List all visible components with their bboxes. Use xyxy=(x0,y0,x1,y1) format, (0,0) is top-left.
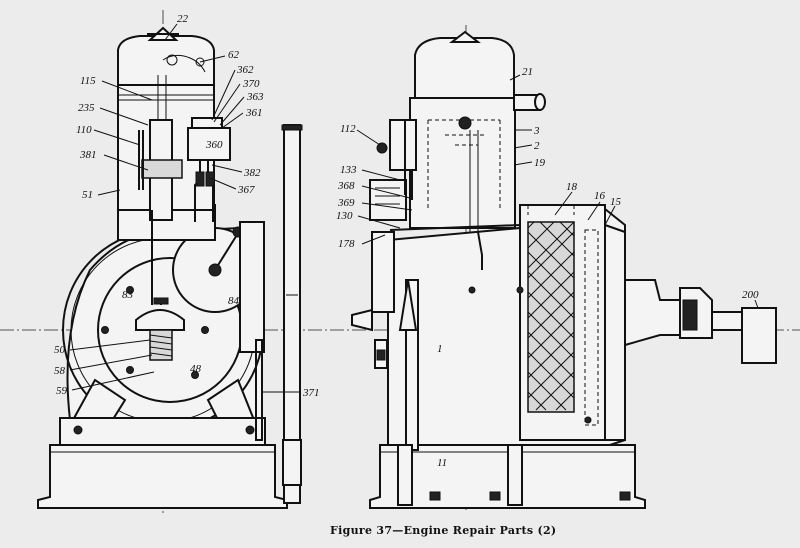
hopper-side xyxy=(414,37,515,99)
label-368: 368 xyxy=(337,180,355,192)
label-62: 62 xyxy=(228,49,240,61)
label-382: 382 xyxy=(243,167,261,179)
hopper-top xyxy=(117,35,215,86)
label-48: 48 xyxy=(190,363,202,375)
label-371: 371 xyxy=(302,387,320,399)
label-16: 16 xyxy=(594,190,606,202)
label-130: 130 xyxy=(336,210,353,222)
label-3: 3 xyxy=(533,125,540,137)
label-83: 83 xyxy=(122,289,134,301)
valve-cap xyxy=(135,309,185,331)
label-58: 58 xyxy=(54,365,66,377)
label-370: 370 xyxy=(242,78,260,90)
side-elevation-view xyxy=(351,30,777,509)
label-367: 367 xyxy=(237,184,255,196)
label-22: 22 xyxy=(177,13,189,25)
label-200: 200 xyxy=(742,289,759,301)
leader-lines xyxy=(69,23,759,393)
label-115: 115 xyxy=(80,75,96,87)
label-235: 235 xyxy=(78,102,95,114)
label-363: 363 xyxy=(246,91,264,103)
label-21: 21 xyxy=(522,66,533,78)
front-elevation-view xyxy=(37,26,303,509)
magneto-112 xyxy=(389,119,417,171)
label-19: 19 xyxy=(534,157,546,169)
label-50: 50 xyxy=(54,344,66,356)
label-112: 112 xyxy=(340,123,356,135)
label-18: 18 xyxy=(566,181,578,193)
label-178: 178 xyxy=(338,238,355,250)
part-number-labels: 22 62 115 362 370 363 361 235 110 360 38… xyxy=(54,13,759,469)
label-1: 1 xyxy=(437,343,443,355)
label-110: 110 xyxy=(76,124,92,136)
flywheel-bolts xyxy=(101,286,209,379)
figure-caption: Figure 37—Engine Repair Parts (2) xyxy=(330,524,556,537)
cooler-core-mesh xyxy=(527,221,575,413)
label-2: 2 xyxy=(534,140,540,152)
label-381: 381 xyxy=(79,149,97,161)
label-362: 362 xyxy=(236,64,254,76)
label-369: 369 xyxy=(337,197,355,209)
label-361: 361 xyxy=(245,107,263,119)
label-84: 84 xyxy=(228,295,240,307)
label-360: 360 xyxy=(205,139,223,151)
front-base xyxy=(37,444,288,509)
pulley-200 xyxy=(741,307,777,364)
label-133: 133 xyxy=(340,164,357,176)
label-11: 11 xyxy=(437,457,447,469)
label-15: 15 xyxy=(610,196,622,208)
label-51: 51 xyxy=(82,189,93,201)
label-59: 59 xyxy=(56,385,68,397)
